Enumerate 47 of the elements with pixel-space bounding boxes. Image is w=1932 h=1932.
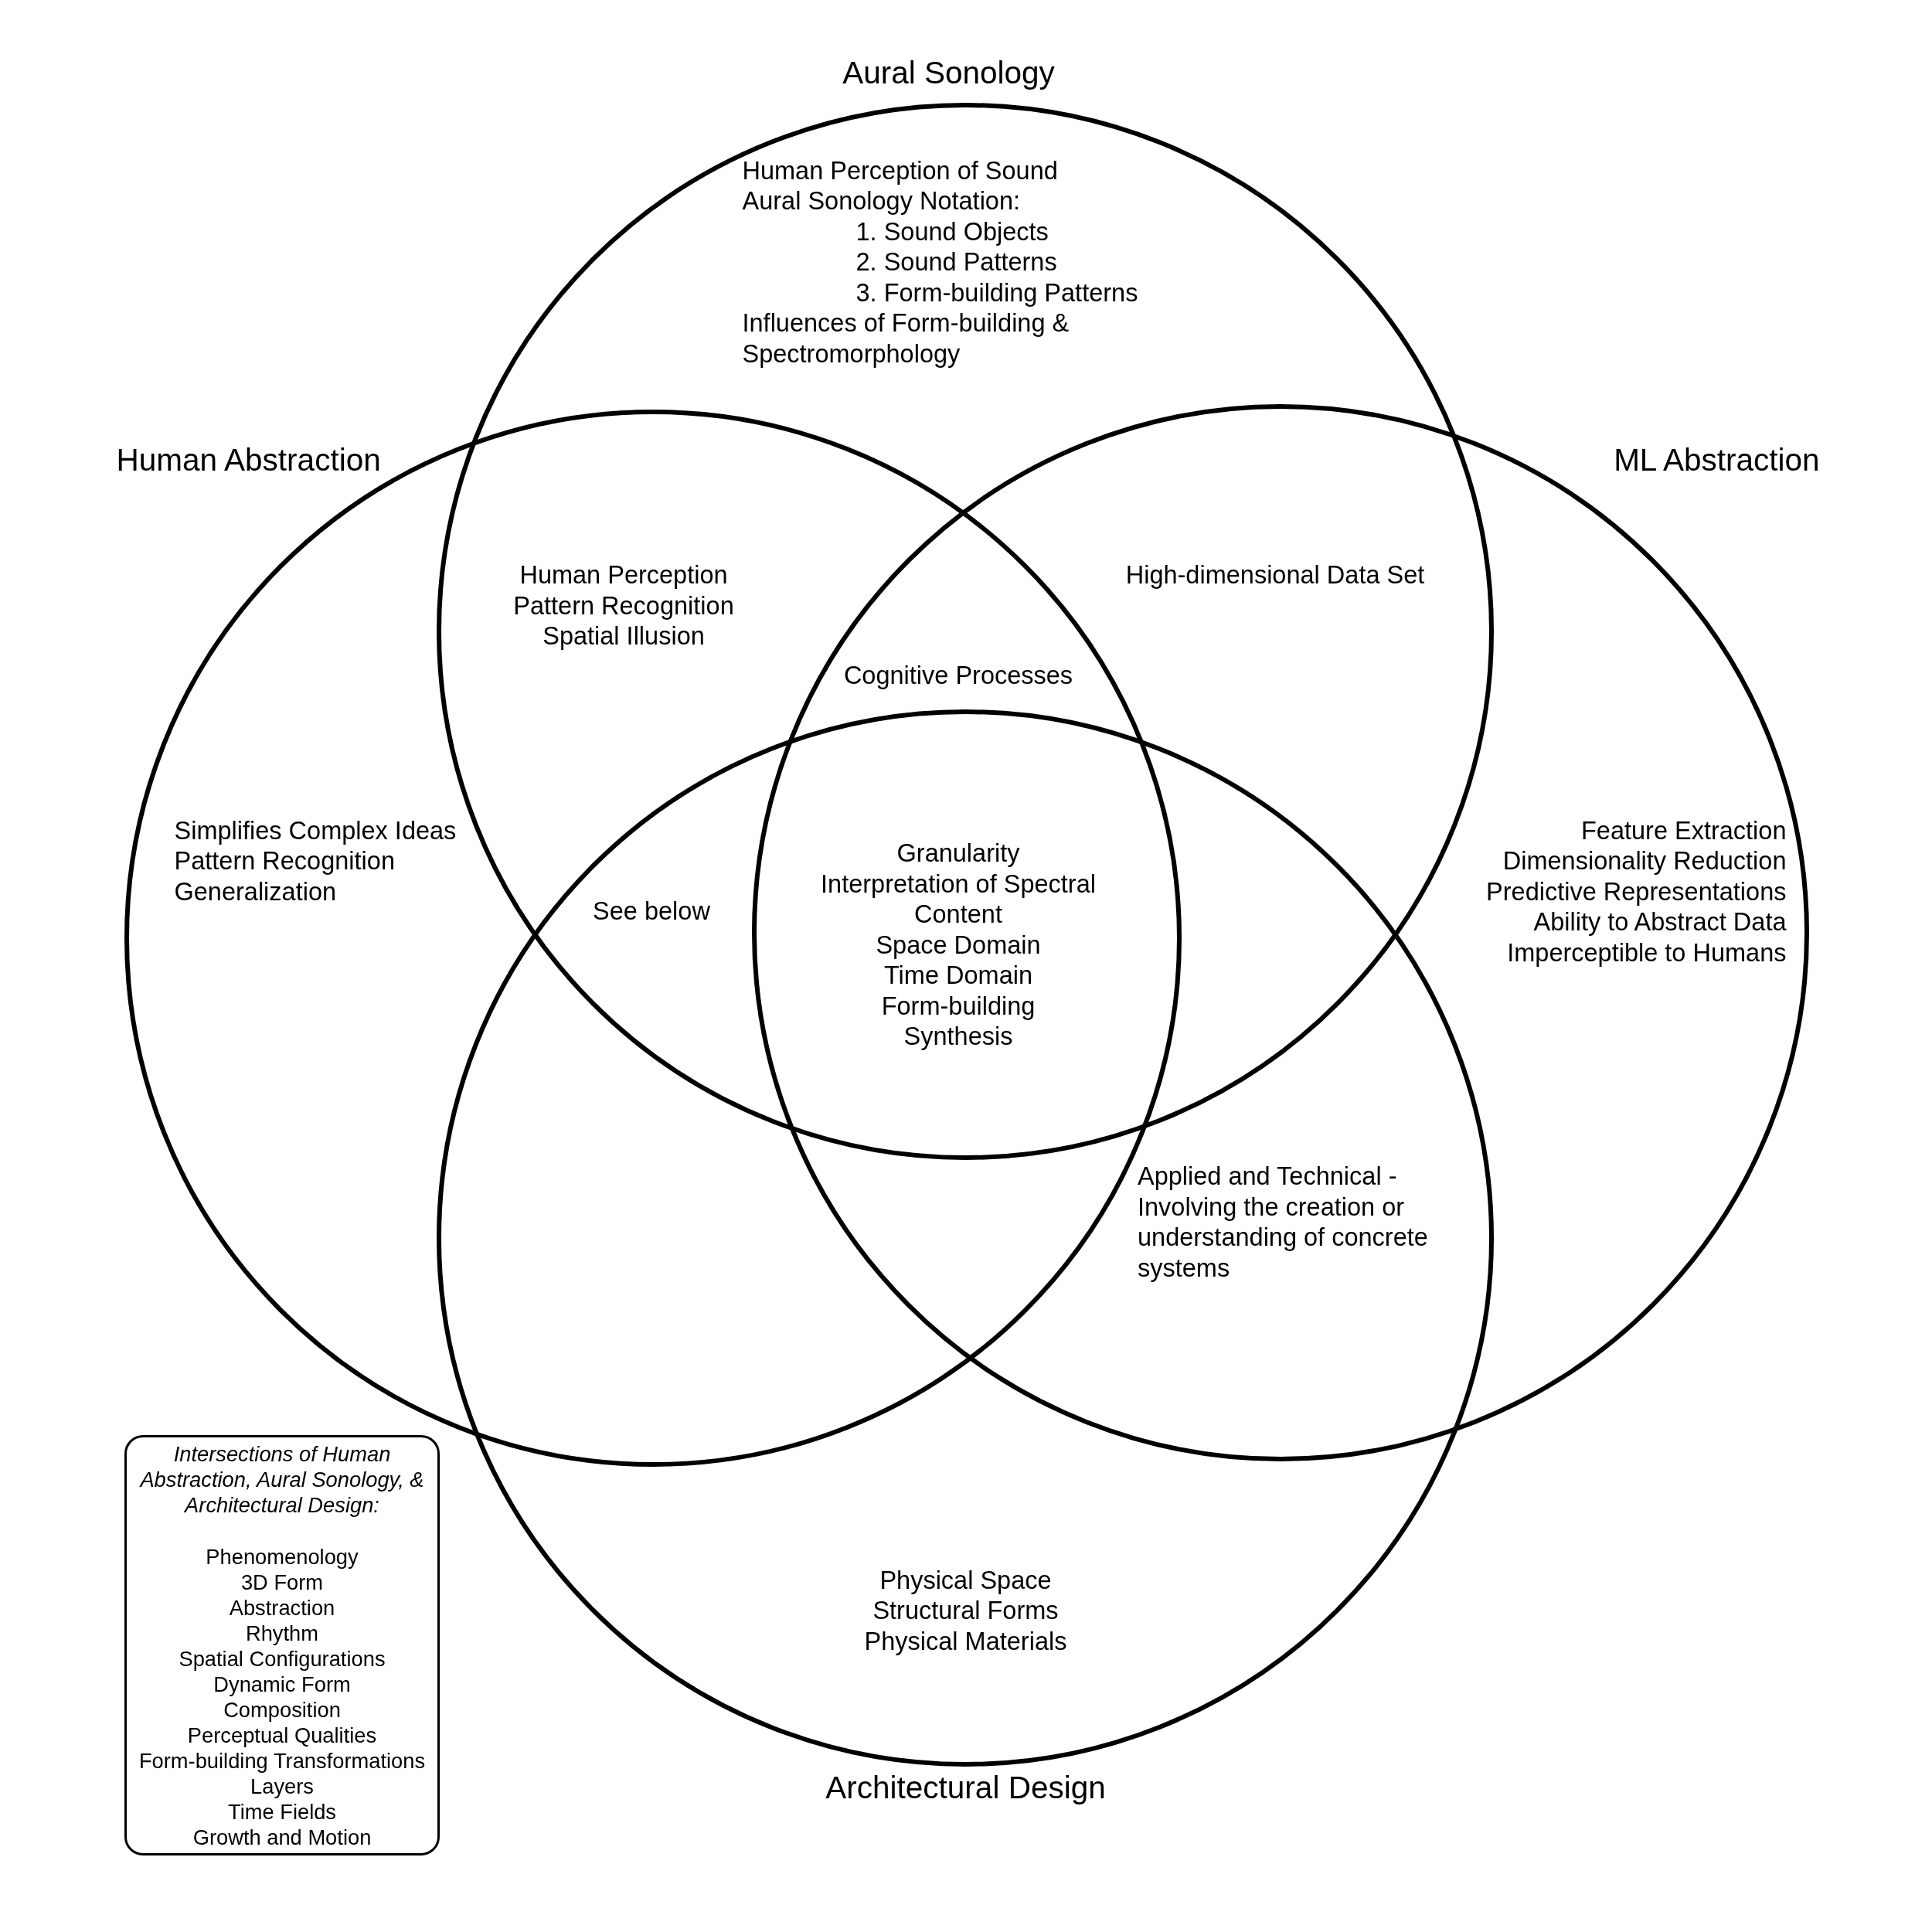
set-item: Human Perception of Sound	[742, 155, 1058, 186]
panel-item: Perceptual Qualities	[187, 1722, 377, 1748]
panel-item: Rhythm	[246, 1620, 318, 1646]
set-item: Structural Forms	[872, 1596, 1059, 1627]
set-item: Simplifies Complex Ideas	[174, 815, 457, 846]
set-item: Dimensionality Reduction	[1502, 846, 1787, 877]
set-title: ML Abstraction	[1614, 442, 1820, 477]
set-item: Feature Extraction	[1580, 815, 1787, 846]
panel-item: Phenomenology	[206, 1543, 359, 1570]
set-item: Aural Sonology Notation:	[742, 186, 1021, 217]
panel-item: 3D Form	[240, 1569, 324, 1595]
panel-item: Dynamic Form	[213, 1671, 351, 1697]
set-item: Ability to Abstract Data Imperceptible to Humans	[1506, 907, 1787, 968]
intersection-item: Human Perception	[519, 560, 728, 591]
panel-item: Composition	[223, 1696, 341, 1723]
set-item: 1. Sound Objects	[855, 216, 1049, 247]
set-item: Predictive Representations	[1486, 876, 1787, 907]
set-item: Pattern Recognition	[174, 846, 395, 877]
set-item: 2. Sound Patterns	[855, 247, 1057, 278]
intersection-item: Applied and Technical - Involving the creation or understanding of concrete systems	[1138, 1162, 1429, 1284]
intersection-item: Cognitive Processes	[843, 661, 1073, 692]
intersection-item: Time Domain	[884, 961, 1032, 992]
intersection-item: See below	[593, 896, 710, 927]
set-item: Generalization	[174, 876, 337, 907]
panel-item: Growth and Motion	[192, 1824, 372, 1850]
intersection-item: Granularity	[896, 838, 1020, 869]
intersection-item: High-dimensional Data Set	[1125, 560, 1425, 591]
panel-heading: Intersections of Human Abstraction, Aural Sonology, & Architectural Design:	[138, 1440, 425, 1518]
set-title: Architectural Design	[825, 1770, 1106, 1804]
intersection-item: Space Domain	[876, 930, 1041, 961]
note-panel	[124, 1435, 440, 1855]
intersection-item: Pattern Recognition	[513, 590, 734, 621]
panel-item: Form-building Transformations	[138, 1747, 426, 1774]
set-item: Physical Space	[879, 1565, 1052, 1596]
set-item: Physical Materials	[864, 1626, 1067, 1657]
set-title: Human Abstraction	[116, 442, 381, 477]
intersection-item: Synthesis	[903, 1022, 1013, 1053]
set-title: Aural Sonology	[842, 55, 1055, 90]
intersection-item: Spatial Illusion	[543, 621, 705, 652]
intersection-item: Form-building	[881, 991, 1036, 1022]
panel-item: Abstraction	[229, 1594, 335, 1621]
panel-item: Spatial Configurations	[179, 1645, 386, 1672]
panel-item: Time Fields	[228, 1798, 336, 1825]
panel-item: Layers	[250, 1773, 314, 1799]
intersection-item: Interpretation of Spectral Content	[820, 869, 1097, 930]
set-item: 3. Form-building Patterns	[855, 277, 1138, 308]
set-item: Influences of Form-building & Spectromorphology	[742, 308, 1070, 369]
